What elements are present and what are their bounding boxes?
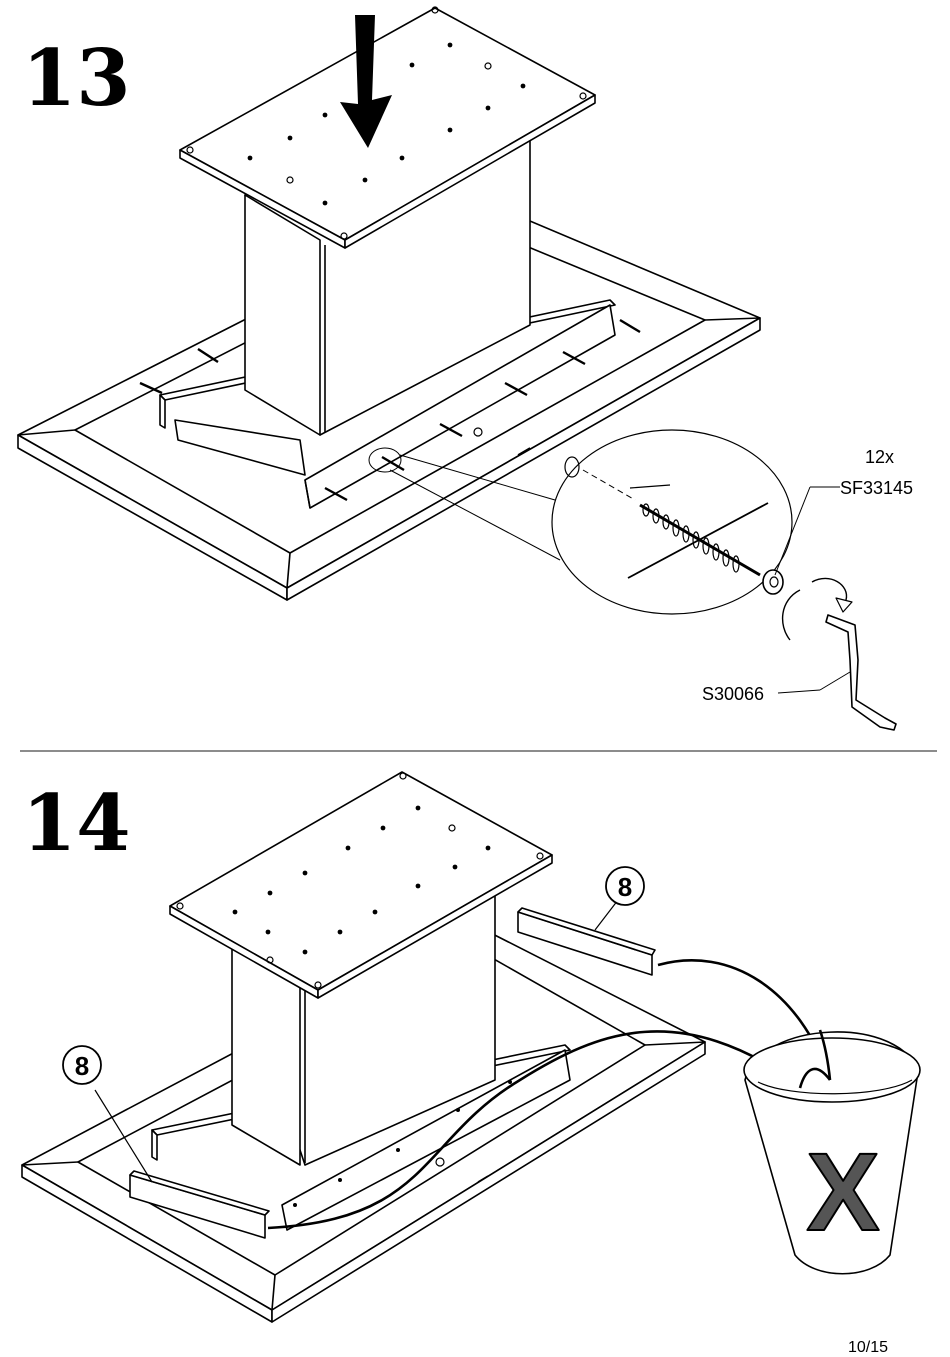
part-badge-left-label: 8 [75,1051,89,1081]
part-badge-left: 8 [63,1046,101,1084]
screw-part-code: SF33145 [840,478,913,498]
tool-part-code: S30066 [702,684,764,704]
page-number: 10/15 [848,1339,888,1356]
top-panel-13 [180,7,595,248]
step-13-number: 13 [22,33,131,124]
step-14-number: 14 [22,778,131,869]
trash-bin-icon: X [744,1030,920,1274]
allen-key-icon [778,578,896,730]
part-badge-right: 8 [606,867,644,905]
step-14: 14 [22,772,920,1322]
discard-mark: X [806,1131,879,1254]
screw-count-label: 12x [865,447,894,467]
step-13: 13 [18,7,913,730]
part-badge-right-label: 8 [618,872,632,902]
